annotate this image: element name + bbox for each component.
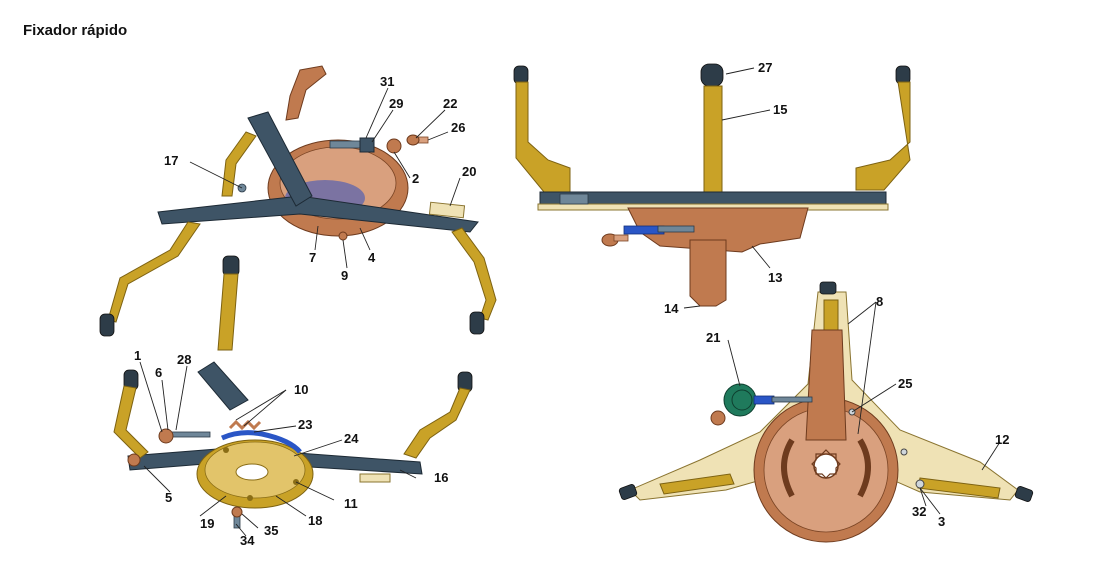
label-29: 29: [389, 96, 403, 111]
label-10: 10: [294, 382, 308, 397]
label-19: 19: [200, 516, 214, 531]
label-17: 17: [164, 153, 178, 168]
label-25: 25: [898, 376, 912, 391]
view-top: [618, 281, 1034, 543]
part-labels: 31 29 22 26 2 17 20 7 9 4 1 28 6 10 23 2…: [134, 60, 1009, 548]
label-3: 3: [938, 514, 945, 529]
page-title: Fixador rápido: [23, 22, 128, 39]
label-15: 15: [773, 102, 787, 117]
label-8: 8: [876, 294, 883, 309]
label-16: 16: [434, 470, 448, 485]
label-13: 13: [768, 270, 782, 285]
label-14: 14: [664, 301, 679, 316]
label-6: 6: [155, 365, 162, 380]
label-7: 7: [309, 250, 316, 265]
label-21: 21: [706, 330, 720, 345]
label-35: 35: [264, 523, 278, 538]
label-12: 12: [995, 432, 1009, 447]
label-2: 2: [412, 171, 419, 186]
view-front: [513, 63, 911, 307]
label-20: 20: [462, 164, 476, 179]
view-top-left-assembly: [99, 65, 497, 337]
label-24: 24: [344, 431, 359, 446]
label-4: 4: [368, 250, 376, 265]
label-27: 27: [758, 60, 772, 75]
label-11: 11: [344, 496, 358, 511]
label-34: 34: [240, 533, 255, 548]
leader-lines: [139, 67, 1001, 537]
label-28: 28: [177, 352, 191, 367]
label-18: 18: [308, 513, 322, 528]
label-1: 1: [134, 348, 141, 363]
label-31: 31: [380, 74, 394, 89]
label-5: 5: [165, 490, 172, 505]
label-22: 22: [443, 96, 457, 111]
label-26: 26: [451, 120, 465, 135]
label-9: 9: [341, 268, 348, 283]
label-23: 23: [298, 417, 312, 432]
view-bottom-left-assembly: [113, 255, 473, 529]
label-32: 32: [912, 504, 926, 519]
